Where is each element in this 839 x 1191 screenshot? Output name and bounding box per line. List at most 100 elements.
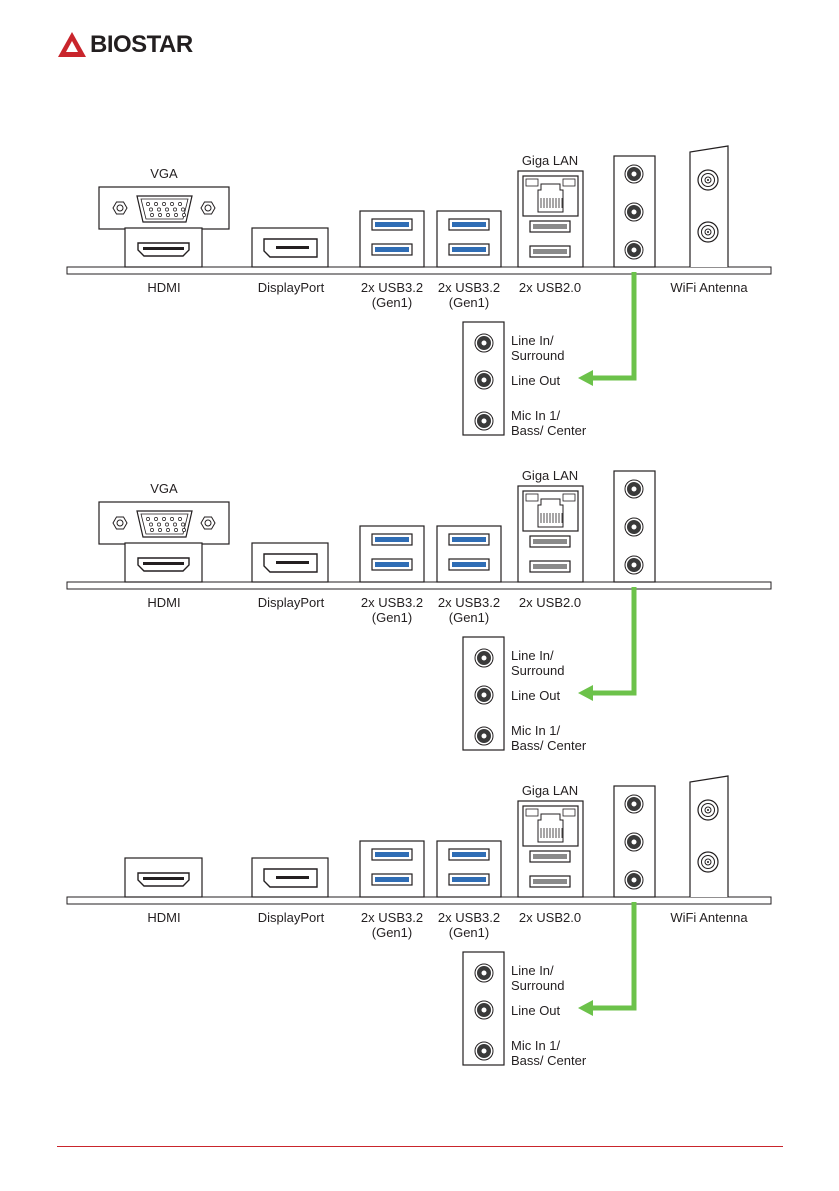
line-out-jack	[474, 370, 494, 390]
displayport-label: DisplayPort	[258, 595, 325, 610]
usb3-block-b	[436, 840, 502, 898]
io-panel-svg: VGA HDMI DisplayPort 2x USB3.2(Gen1) 2x USB3…	[66, 468, 772, 753]
usb3-port	[448, 533, 490, 546]
displayport-label: DisplayPort	[258, 280, 325, 295]
line-out-arrow	[578, 587, 637, 701]
audio-jack	[624, 164, 644, 184]
giga-lan-label: Giga LAN	[522, 783, 578, 798]
audio-jack	[624, 202, 644, 222]
usb3-port	[371, 218, 413, 231]
line-out-label: Line Out	[511, 688, 561, 703]
line-out-label: Line Out	[511, 1003, 561, 1018]
mic-in-jack	[474, 411, 494, 431]
usb3-block-a	[359, 210, 425, 268]
lan-usb2-block	[517, 170, 584, 268]
audio-jack	[624, 479, 644, 499]
usb2-port	[529, 875, 571, 888]
footer-divider	[57, 1146, 783, 1147]
usb2-port	[529, 535, 571, 548]
usb3-port	[371, 558, 413, 571]
audio-jack	[624, 555, 644, 575]
line-out-jack	[474, 1000, 494, 1020]
usb2-port	[529, 850, 571, 863]
usb3-block-b	[436, 210, 502, 268]
hdmi-port	[124, 857, 203, 898]
hdmi-label: HDMI	[147, 910, 180, 925]
usb3-block-b	[436, 525, 502, 583]
mic-in-label: Mic In 1/Bass/ Center	[511, 1038, 587, 1068]
usb3-port	[448, 558, 490, 571]
board-edge	[66, 581, 772, 590]
audio-jack-strip	[613, 785, 656, 898]
displayport-label: DisplayPort	[258, 910, 325, 925]
line-in-label: Line In/Surround	[511, 333, 564, 363]
audio-jack	[624, 240, 644, 260]
usb2-port	[529, 245, 571, 258]
audio-jack	[624, 870, 644, 890]
hdmi-label: HDMI	[147, 595, 180, 610]
line-in-label: Line In/Surround	[511, 648, 564, 678]
mic-in-label: Mic In 1/Bass/ Center	[511, 408, 587, 438]
line-out-label: Line Out	[511, 373, 561, 388]
displayport-port	[251, 857, 329, 898]
hdmi-port	[124, 542, 203, 583]
wifi-antenna-connector	[697, 169, 719, 191]
audio-detail-block	[462, 951, 505, 1066]
wifi-antenna-block	[689, 145, 729, 267]
usb2-label: 2x USB2.0	[519, 910, 581, 925]
usb2-port	[529, 220, 571, 233]
usb3-label: 2x USB3.2(Gen1)	[361, 910, 423, 940]
usb3-label: 2x USB3.2(Gen1)	[438, 280, 500, 310]
biostar-triangle-icon	[58, 32, 86, 57]
displayport-port	[251, 542, 329, 583]
audio-detail-block	[462, 321, 505, 436]
usb3-port	[448, 243, 490, 256]
board-edge	[66, 896, 772, 905]
audio-jack	[624, 794, 644, 814]
hdmi-label: HDMI	[147, 280, 180, 295]
usb3-block-a	[359, 525, 425, 583]
io-panel-diagram: VGA HDMI DisplayPort 2x USB3.2(Gen1) 2x USB3…	[0, 455, 839, 785]
brand-name: BIOSTAR	[90, 31, 193, 58]
usb3-port	[448, 848, 490, 861]
audio-jack-strip	[613, 470, 656, 583]
usb2-port	[529, 560, 571, 573]
line-out-arrow	[578, 902, 637, 1016]
usb3-port	[448, 873, 490, 886]
vga-label: VGA	[150, 481, 178, 496]
usb3-port	[371, 533, 413, 546]
usb3-port	[371, 873, 413, 886]
vga-label: VGA	[150, 166, 178, 181]
vga-port	[98, 501, 230, 545]
usb3-block-a	[359, 840, 425, 898]
audio-jack	[624, 517, 644, 537]
usb3-port	[448, 218, 490, 231]
usb3-label: 2x USB3.2(Gen1)	[438, 595, 500, 625]
line-out-jack	[474, 685, 494, 705]
vga-port	[98, 186, 230, 230]
usb2-label: 2x USB2.0	[519, 595, 581, 610]
lan-usb2-block	[517, 800, 584, 898]
line-in-label: Line In/Surround	[511, 963, 564, 993]
hdmi-port	[124, 227, 203, 268]
wifi-antenna-block	[689, 775, 729, 897]
wifi-antenna-connector	[697, 799, 719, 821]
giga-lan-label: Giga LAN	[522, 468, 578, 483]
mic-in-jack	[474, 726, 494, 746]
wifi-antenna-label: WiFi Antenna	[670, 280, 748, 295]
usb3-port	[371, 243, 413, 256]
giga-lan-label: Giga LAN	[522, 153, 578, 168]
displayport-port	[251, 227, 329, 268]
usb3-label: 2x USB3.2(Gen1)	[361, 595, 423, 625]
line-out-arrow	[578, 272, 637, 386]
audio-jack-strip	[613, 155, 656, 268]
biostar-logo: BIOSTAR	[58, 30, 198, 60]
wifi-antenna-connector	[697, 221, 719, 243]
mic-in-jack	[474, 1041, 494, 1061]
audio-jack	[624, 832, 644, 852]
wifi-antenna-label: WiFi Antenna	[670, 910, 748, 925]
board-edge	[66, 266, 772, 275]
